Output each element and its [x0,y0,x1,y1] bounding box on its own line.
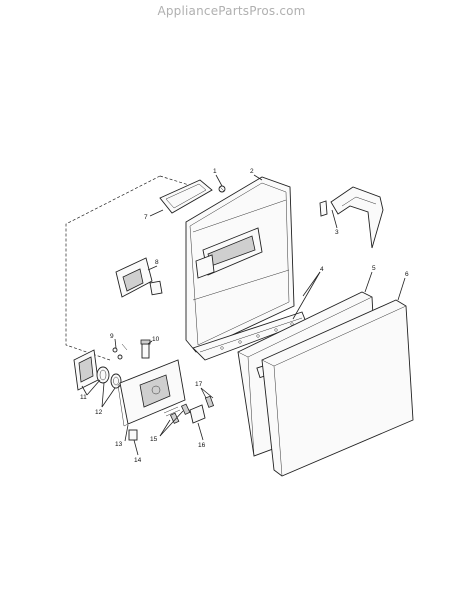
dashed-guide-left [65,175,161,361]
rinse-aid-assembly [115,257,163,298]
callout-labels: 1 2 3 4 5 6 7 8 9 10 11 12 13 14 15 16 1… [80,168,409,464]
actuator [189,404,206,424]
callout-2: 2 [250,168,254,175]
screw [218,185,226,193]
callout-9: 9 [110,333,114,340]
switch-plunger [140,339,151,359]
clip [128,429,138,441]
callout-14: 14 [134,457,142,464]
callout-6: 6 [405,271,409,278]
callout-10: 10 [152,336,160,343]
callout-16: 16 [198,442,206,449]
callout-15: 15 [150,436,158,443]
callout-5: 5 [372,265,376,272]
callout-7: 7 [144,214,148,221]
callout-11: 11 [80,394,87,401]
dashed-guide-top [159,175,206,191]
callout-13: 13 [115,441,123,448]
inner-door-panel [185,176,295,353]
callout-3: 3 [335,229,339,236]
callout-12: 12 [95,409,103,416]
dispenser-body [117,359,186,427]
callout-17: 17 [195,381,203,388]
leader-lines [81,174,406,456]
control-module [73,349,99,391]
knob-rings [96,366,122,389]
dispenser-gasket [159,179,213,214]
front-door-panel [261,299,414,477]
spring-pair [204,395,215,408]
door-hinge-arm [319,186,384,249]
fasteners [112,343,128,360]
callout-4: 4 [320,266,324,273]
callout-1: 1 [213,168,217,175]
watermark: AppliancePartsPros.com [157,4,306,18]
callout-8: 8 [155,259,159,266]
